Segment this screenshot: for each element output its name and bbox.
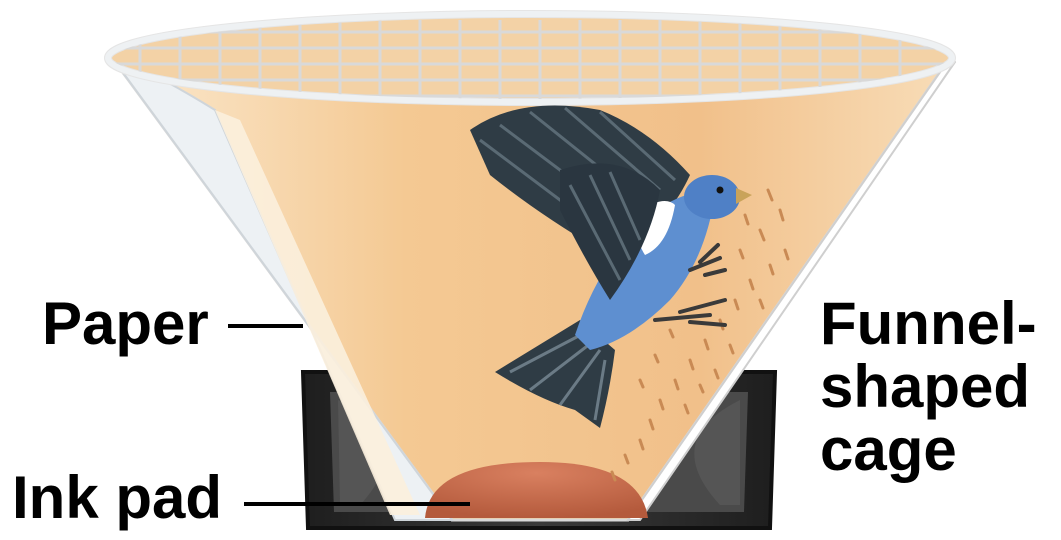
funnel-cage-label-line2: shaped bbox=[820, 355, 1037, 418]
funnel-cage-label-line1: Funnel- bbox=[820, 292, 1037, 355]
ink-pad-label: Ink pad bbox=[12, 466, 222, 530]
paper-label: Paper bbox=[42, 292, 209, 356]
funnel-cage-label: Funnel- shaped cage bbox=[820, 292, 1037, 481]
funnel-cage-label-line3: cage bbox=[820, 418, 1037, 481]
